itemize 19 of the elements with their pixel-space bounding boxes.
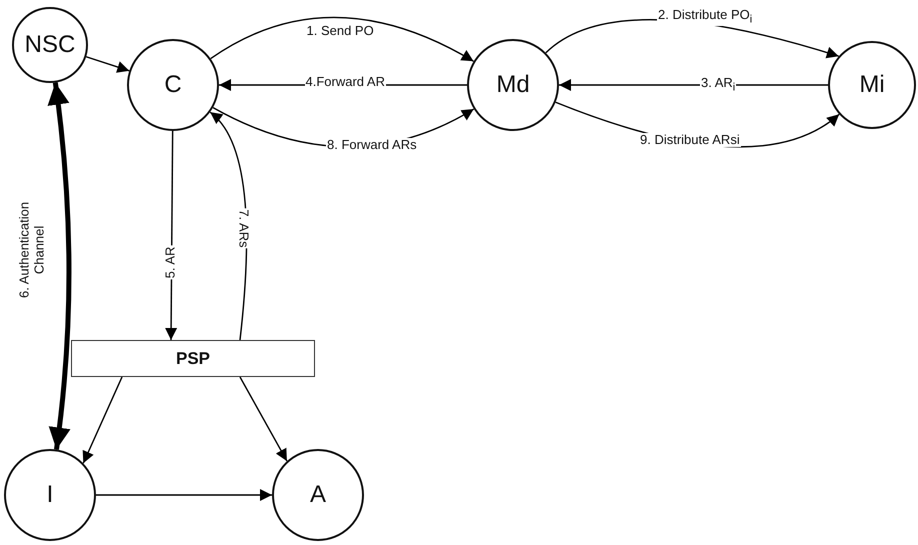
arrow [82,376,123,464]
arrow [47,82,72,450]
node-label: Mi [859,71,885,99]
arrow [239,376,288,462]
edge-label: 8. Forward ARs [326,138,418,152]
arrow [86,56,130,73]
arrow [210,16,474,62]
node-label: I [46,481,54,509]
node-label: NSC [24,31,76,59]
edge-label: 2. Distribute PO$_{i}$ [657,8,754,26]
node-label: A [310,481,326,509]
process-box [71,340,315,377]
node-label: PSP [176,348,210,368]
node-label: Md [496,71,530,99]
arrow [96,489,272,501]
edge-label: 9. Distribute ARsi [639,132,741,148]
edge-label: 4.Forward AR [304,74,386,90]
node-label: C [164,71,182,99]
edge-label: 1. Send PO [306,24,375,38]
